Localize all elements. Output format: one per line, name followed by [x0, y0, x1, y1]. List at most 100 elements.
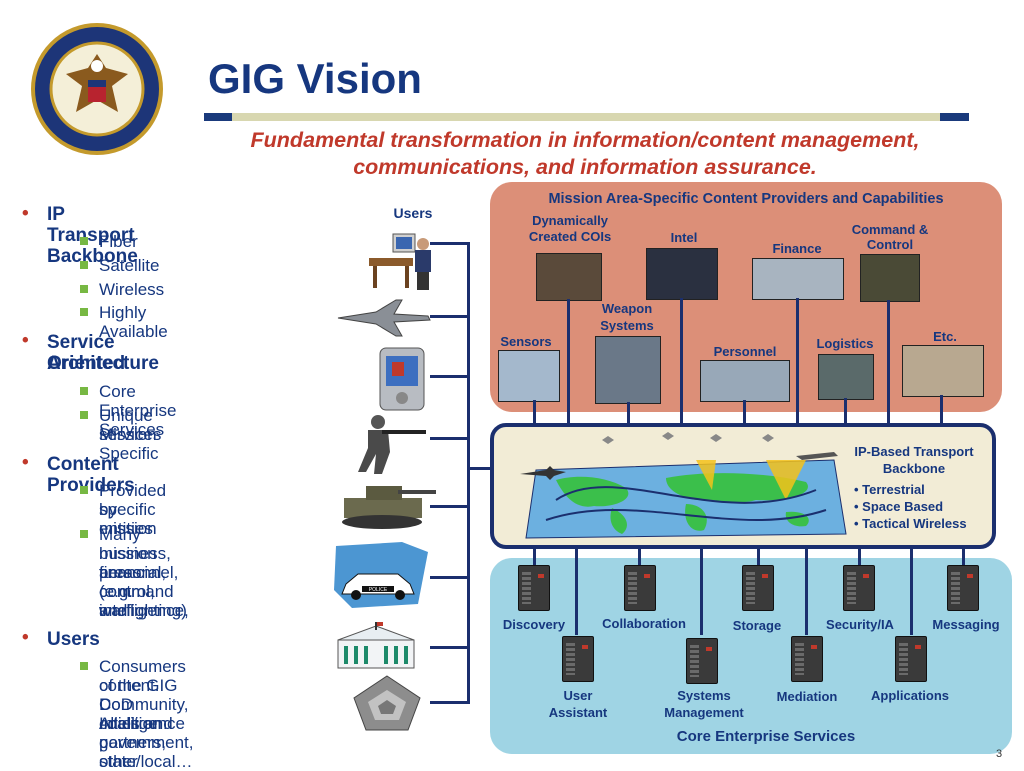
- user-connector: [430, 505, 470, 508]
- personnel-label: Personnel: [713, 344, 777, 359]
- mission-connector: [796, 298, 799, 425]
- core-connector: [757, 549, 760, 565]
- server-icon: [947, 565, 979, 611]
- mission-connector: [627, 402, 630, 425]
- transport-title-line2: Backbone: [882, 461, 946, 476]
- transport-item-tactical: • Tactical Wireless: [854, 516, 967, 531]
- title-underline-cap-right: [940, 113, 969, 121]
- etc-photo[interactable]: [902, 345, 984, 397]
- finance-label: Finance: [772, 241, 822, 256]
- title-underline: [204, 113, 969, 121]
- finance-photo[interactable]: [752, 258, 844, 300]
- sub-bullet: Unique Mission Specific: [99, 406, 159, 463]
- user-connector: [430, 701, 470, 704]
- sub-bullet-cont: warfighting): [99, 601, 187, 620]
- users-bus-line: [467, 242, 470, 704]
- server-icon: [518, 565, 550, 611]
- square-bullet-icon: [80, 662, 88, 670]
- sub-bullet: Core Enterprise Services: [99, 382, 177, 439]
- mission-connector: [743, 400, 746, 425]
- core-connector: [962, 549, 965, 565]
- sub-bullet-cont: business, financial,: [99, 544, 171, 582]
- service-user-assistant-line1: User: [563, 688, 593, 703]
- seal-icon: [31, 23, 163, 155]
- mission-connector: [567, 299, 570, 425]
- bullet-dot: •: [22, 627, 29, 648]
- core-connector: [638, 549, 641, 565]
- user-connector: [430, 576, 470, 579]
- server-icon: [742, 565, 774, 611]
- service-applications: Applications: [870, 688, 949, 703]
- bullet-dot: •: [22, 203, 29, 224]
- sub-bullet-cont: specific entities: [99, 500, 156, 538]
- square-bullet-icon: [80, 285, 88, 293]
- police-car-icon: POLICE: [334, 542, 428, 608]
- tank-icon: [342, 486, 436, 529]
- user-connector: [430, 375, 470, 378]
- weapon-systems-photo[interactable]: [595, 336, 661, 404]
- white-house-icon: [337, 622, 415, 669]
- command-control-photo[interactable]: [860, 254, 920, 302]
- square-bullet-icon: [80, 411, 88, 419]
- users-label: Users: [393, 205, 433, 221]
- mission-connector: [680, 298, 683, 425]
- service-user-assistant-line2: Assistant: [548, 705, 608, 720]
- sub-bullet-cont: Community, Allies and: [99, 695, 189, 733]
- sub-bullet-cont: coalition partners, other: [99, 714, 167, 771]
- pda-device-icon: [379, 347, 425, 411]
- title-underline-cap-left: [204, 113, 232, 121]
- users-to-backbone-link: [467, 467, 492, 470]
- mission-connector: [533, 400, 536, 425]
- sub-bullet: Satellite: [99, 256, 160, 275]
- user-connector: [430, 646, 470, 649]
- service-discovery: Discovery: [502, 617, 566, 632]
- service-storage: Storage: [732, 618, 782, 633]
- fighter-jet-icon: [337, 299, 431, 337]
- core-connector: [910, 549, 913, 635]
- sub-bullet: Fiber: [99, 232, 138, 251]
- square-bullet-icon: [80, 237, 88, 245]
- server-icon: [686, 638, 718, 684]
- sensors-label: Sensors: [500, 334, 552, 349]
- bullet-users: Users: [47, 629, 100, 650]
- service-systems-management-line1: Systems: [677, 688, 731, 703]
- command-control-label-line1: Command &: [851, 222, 929, 237]
- square-bullet-icon: [80, 261, 88, 269]
- bullet-ip-transport: IP Transport Backbone: [47, 204, 138, 267]
- transport-item-space: • Space Based: [854, 499, 944, 514]
- server-icon: [895, 636, 927, 682]
- pentagon-icon: [353, 675, 421, 731]
- subtitle: Fundamental transformation in informatio…: [150, 127, 1020, 181]
- bullet-soa-line2: Architecture: [47, 353, 159, 374]
- coi-label-line2: Created COIs: [528, 229, 612, 244]
- core-connector: [575, 549, 578, 635]
- user-connector: [430, 242, 470, 245]
- workstation-user-icon: [369, 233, 431, 290]
- square-bullet-icon: [80, 387, 88, 395]
- sensors-photo[interactable]: [498, 350, 560, 402]
- sub-bullet-cont: control, intelligence,: [99, 582, 189, 620]
- user-connector: [430, 315, 470, 318]
- service-messaging: Messaging: [932, 617, 1000, 632]
- personnel-photo[interactable]: [700, 360, 790, 402]
- sub-bullet-cont: content. DoD Intelligence: [99, 676, 186, 733]
- service-security-ia: Security/IA: [826, 617, 894, 632]
- server-icon: [562, 636, 594, 682]
- logistics-photo[interactable]: [818, 354, 874, 400]
- svg-text:POLICE: POLICE: [369, 587, 388, 593]
- core-connector: [533, 549, 536, 565]
- mission-connector: [844, 398, 847, 425]
- sub-bullet: Many mission areas (e.g.: [99, 525, 157, 601]
- sub-bullet: Consumers of the GIG: [99, 657, 186, 695]
- page-number: 3: [996, 748, 1003, 760]
- service-collaboration: Collaboration: [602, 616, 686, 631]
- page-title: GIG Vision: [208, 55, 422, 102]
- mission-panel-title: Mission Area-Specific Content Providers …: [548, 191, 944, 207]
- sub-bullet-cont: government, state/local…: [99, 733, 194, 771]
- intel-photo[interactable]: [646, 248, 718, 300]
- user-connector: [430, 437, 470, 440]
- sub-bullet: Provided by mission: [99, 481, 167, 538]
- service-mediation: Mediation: [776, 689, 838, 704]
- square-bullet-icon: [80, 530, 88, 538]
- subtitle-line1: Fundamental transformation in informatio…: [250, 128, 920, 152]
